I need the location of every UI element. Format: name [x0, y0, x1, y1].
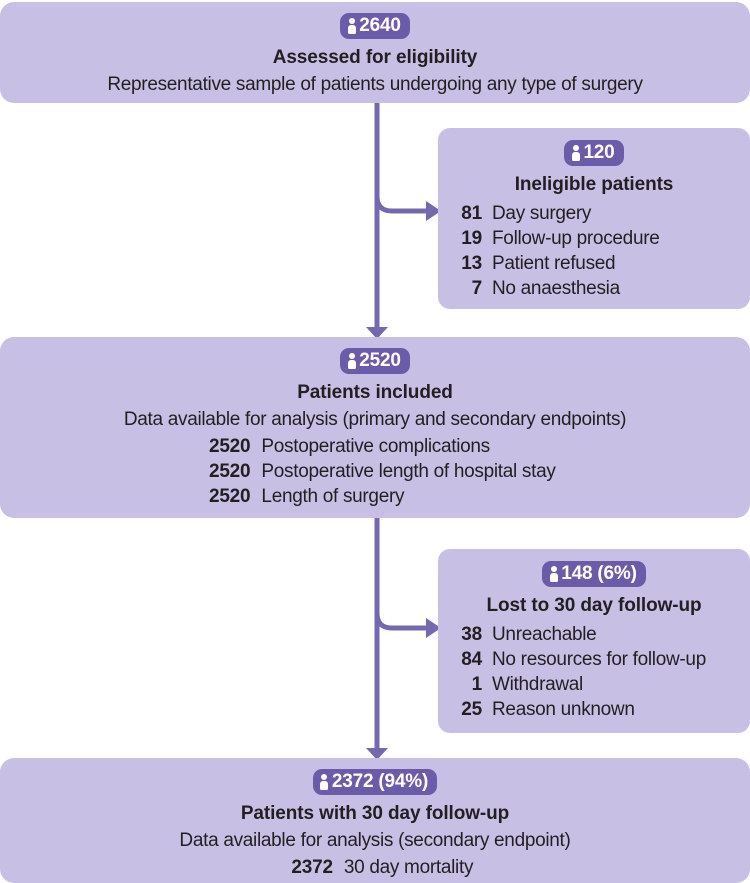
stat-value: 2520 [208, 461, 251, 482]
badge-count-text: 2520 [359, 350, 401, 371]
stat-label: No resources for follow-up [492, 649, 706, 670]
stat-value: 1 [471, 674, 483, 695]
stat-value: 2520 [208, 486, 251, 507]
stat-label: Unreachable [492, 624, 597, 645]
stat-label: Postoperative length of hospital stay [261, 461, 556, 482]
badge-count-text: 120 [583, 142, 615, 163]
stat-value: 2372 [291, 857, 333, 878]
connector-branch-ineligible [374, 195, 428, 214]
stat-value: 84 [461, 649, 482, 670]
stat-row: 2372 30 day mortality [277, 857, 473, 879]
stat-label: Reason unknown [492, 699, 635, 720]
stat-row: 25 Reason unknown [450, 699, 750, 721]
stat-row: 2520 Length of surgery [194, 486, 555, 508]
node-title: Assessed for eligibility [272, 47, 478, 68]
connector-branch-lost [374, 612, 428, 631]
node-lost-to-follow-up: 148 (6%) Lost to 30 day follow-up 38 Unre… [438, 549, 750, 733]
stat-row: 2520 Postoperative complications [194, 436, 555, 458]
stat-row: 84 No resources for follow-up [450, 649, 750, 671]
node-title: Patients with 30 day follow-up [240, 803, 510, 824]
stat-label: Follow-up procedure [492, 228, 660, 249]
badge-count-text: 2640 [359, 15, 401, 36]
badge-row: 2640 [0, 13, 750, 39]
count-badge-ineligible: 120 [564, 140, 624, 166]
stat-row: 13 Patient refused [450, 253, 750, 275]
badge-row: 2520 [0, 348, 750, 374]
count-badge-assessed: 2640 [340, 13, 410, 39]
node-patients-included: 2520 Patients included Data available fo… [0, 337, 750, 518]
stat-value: 25 [461, 699, 482, 720]
stat-row: 81 Day surgery [450, 203, 750, 225]
stat-list: 38 Unreachable 84 No resources for follow-u… [438, 624, 750, 721]
stat-label: Length of surgery [261, 486, 405, 507]
node-title: Patients included [297, 382, 453, 403]
stat-label: No anaesthesia [492, 278, 620, 299]
stat-row: 1 Withdrawal [450, 674, 750, 696]
node-title: Ineligible patients [514, 174, 674, 195]
node-assessed-for-eligibility: 2640 Assessed for eligibility Representa… [0, 2, 750, 103]
stat-label: Patient refused [492, 253, 616, 274]
count-badge-followup: 2372 (94%) [312, 769, 438, 795]
person-icon [549, 565, 558, 582]
node-ineligible-patients: 120 Ineligible patients 81 Day surgery 19 F… [438, 128, 750, 309]
badge-row: 2372 (94%) [0, 769, 750, 795]
person-icon [571, 144, 580, 161]
badge-row: 120 [438, 140, 750, 166]
badge-count-text: 148 (6%) [561, 563, 637, 584]
stat-value: 81 [461, 203, 482, 224]
stat-value: 2520 [208, 436, 251, 457]
stat-list: 2372 30 day mortality [277, 857, 473, 879]
stat-row: 2520 Postoperative length of hospital sta… [194, 461, 556, 483]
node-patients-with-follow-up: 2372 (94%) Patients with 30 day follow-u… [0, 758, 750, 883]
stat-label: 30 day mortality [343, 857, 474, 878]
person-icon [347, 17, 356, 34]
stat-value: 13 [461, 253, 482, 274]
stat-row: 19 Follow-up procedure [450, 228, 750, 250]
node-subtitle: Representative sample of patients underg… [107, 74, 643, 95]
stat-list: 81 Day surgery 19 Follow-up procedure 13 Pati… [438, 203, 750, 300]
stat-value: 7 [471, 278, 483, 299]
stat-value: 38 [461, 624, 482, 645]
badge-count-text: 2372 (94%) [331, 771, 429, 792]
person-icon [347, 352, 356, 369]
node-title: Lost to 30 day follow-up [486, 595, 702, 616]
stat-row: 7 No anaesthesia [450, 278, 750, 300]
badge-row: 148 (6%) [438, 561, 750, 587]
count-badge-included: 2520 [340, 348, 410, 374]
stat-label: Postoperative complications [261, 436, 490, 457]
count-badge-lost: 148 (6%) [542, 561, 646, 587]
node-subtitle: Data available for analysis (secondary e… [179, 830, 571, 851]
stat-label: Day surgery [492, 203, 592, 224]
stat-label: Withdrawal [492, 674, 583, 695]
stat-row: 38 Unreachable [450, 624, 750, 646]
person-icon [320, 773, 329, 790]
stat-value: 19 [461, 228, 482, 249]
node-subtitle: Data available for analysis (primary and… [123, 409, 627, 430]
